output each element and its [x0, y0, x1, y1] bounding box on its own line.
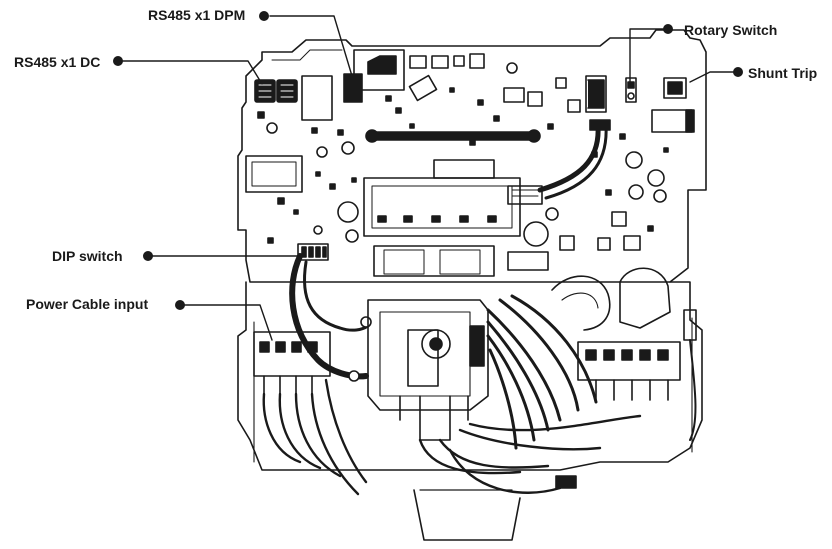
- exit-wires: [418, 414, 642, 494]
- lower-housing: [237, 281, 703, 471]
- label-rs485-dc: RS485 x1 DC: [14, 54, 101, 70]
- label-rs485-dpm: RS485 x1 DPM: [148, 7, 246, 23]
- crystal: [408, 74, 438, 102]
- capacitor-centre: [523, 221, 549, 247]
- harness-plug: [507, 185, 543, 205]
- left-wires: [262, 378, 368, 496]
- main-module: [363, 177, 521, 237]
- bottom-bracket: [413, 489, 521, 541]
- terminal-block-right: [577, 341, 681, 401]
- relay-box-left: [301, 75, 333, 121]
- pcb-inner-edge: [271, 49, 343, 61]
- pcb-outline: [237, 29, 707, 283]
- callout-dots: [113, 11, 743, 310]
- rotary-switch: [625, 77, 637, 103]
- loop-left: [551, 275, 611, 331]
- dip-switch: [297, 243, 329, 261]
- ribbon-cable: [369, 131, 537, 141]
- loop-right: [619, 267, 671, 329]
- label-rotary-switch: Rotary Switch: [684, 22, 778, 38]
- rotary-connector: [585, 75, 607, 113]
- wire-bundle: [486, 294, 598, 450]
- terminal-block-left: [253, 331, 331, 395]
- exit-plug: [555, 475, 577, 489]
- transformer-centre: [373, 245, 495, 277]
- harness-cable: [537, 123, 601, 193]
- shunt-trip-connector: [663, 77, 687, 99]
- callout-lines: [119, 15, 737, 341]
- contactor: [367, 299, 489, 441]
- label-shunt-trip: Shunt Trip: [748, 65, 818, 81]
- capacitor-left: [337, 201, 359, 223]
- label-dip-switch: DIP switch: [52, 248, 123, 264]
- rs485-dpm-connector: [343, 73, 363, 103]
- label-power-cable-input: Power Cable input: [26, 296, 149, 312]
- transformer-left: [245, 155, 303, 193]
- rs485-dpm-housing: [353, 49, 405, 91]
